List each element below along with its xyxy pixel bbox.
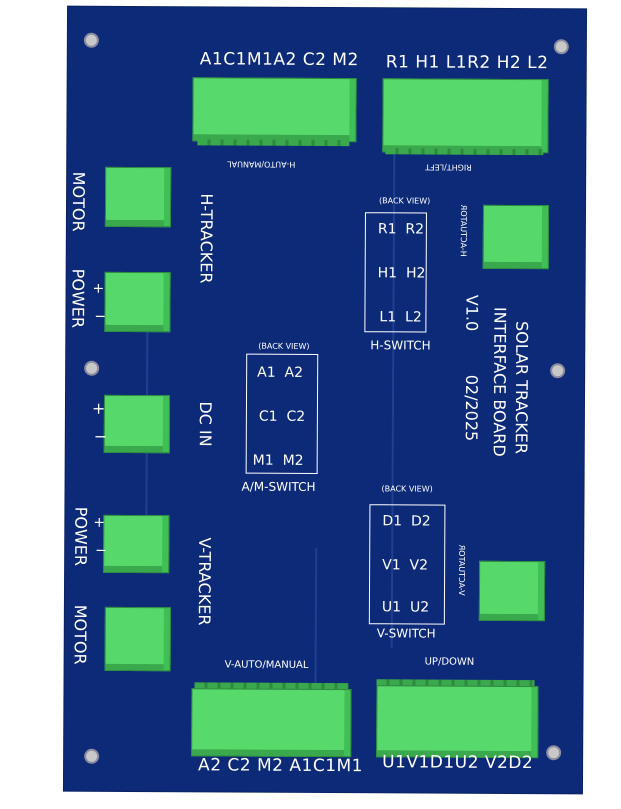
board-title-line1: SOLAR TRACKER: [511, 320, 532, 455]
mounting-hole: [84, 360, 100, 376]
terminal-pins: [197, 139, 350, 147]
mounting-hole: [83, 32, 99, 48]
mounting-hole: [553, 39, 569, 55]
version-label: V1.0: [462, 294, 482, 332]
v-switch-label: V-SWITCH: [376, 626, 436, 641]
terminal-power-bottom: [103, 514, 170, 574]
am-switch-pin: A2: [284, 364, 304, 381]
v-switch-pin: U1: [381, 599, 402, 616]
h-switch-label: H-SWITCH: [370, 338, 431, 353]
bottom-left-caption: V-AUTO/MANUAL: [224, 659, 309, 671]
h-switch-pin: H1: [377, 265, 398, 282]
am-switch-box: A1 A2 C1 C2 M1 M2: [245, 353, 319, 474]
terminal-block-top-right: [382, 78, 549, 154]
trace: [314, 547, 318, 698]
pcb-board: A1C1M1A2 C2 M2 R1 H1 L1R2 H2 L2 H-AUTO/M…: [63, 6, 587, 794]
mounting-hole: [84, 748, 100, 764]
v-switch-pin: U2: [409, 599, 430, 616]
top-left-caption: H-AUTO/MANUAL: [227, 159, 296, 169]
back-view-label: (BACK VIEW): [258, 341, 310, 351]
am-switch-pin: C2: [286, 408, 306, 425]
h-switch-pin: L1: [379, 309, 397, 326]
v-switch-pin: D1: [382, 513, 403, 530]
h-switch-pin: R2: [405, 221, 425, 238]
date-label: 02/2025: [461, 374, 482, 442]
h-switch-pin: L2: [405, 309, 422, 326]
terminal-block-top-left: [192, 77, 357, 143]
h-switch-pin: H2: [405, 265, 426, 282]
am-switch-label: A/M-SWITCH: [241, 479, 316, 494]
terminal-block-bottom-left: [191, 688, 352, 758]
h-tracker-label: H-TRACKER: [196, 193, 217, 284]
terminal-motor-bottom: [104, 606, 171, 672]
v-switch-pin: V2: [409, 557, 429, 574]
v-tracker-label: V-TRACKER: [194, 537, 215, 626]
am-switch-pin: C1: [258, 408, 278, 425]
terminal-block-bottom-right: [376, 685, 539, 759]
minus-sign: −: [93, 426, 108, 446]
terminal-dc-in: [103, 394, 171, 454]
v-switch-pin: V1: [382, 557, 401, 574]
v-switch-box: D1 D2 V1 V2 U1 U2: [368, 504, 446, 625]
bottom-left-header-label: A2 C2 M2 A1C1M1: [198, 755, 364, 777]
power-top-label: POWER: [68, 268, 88, 329]
terminal-power-top: [104, 271, 171, 333]
plus-sign: +: [93, 514, 106, 531]
minus-sign: −: [95, 542, 107, 559]
terminal-v-actuator: [478, 560, 546, 622]
terminal-h-actuator: [482, 204, 550, 270]
plus-sign: +: [91, 398, 106, 418]
mounting-hole: [550, 363, 566, 379]
am-switch-pin: M2: [282, 452, 304, 469]
motor-top-label: MOTOR: [68, 171, 89, 232]
top-right-header-label: R1 H1 L1R2 H2 L2: [385, 52, 549, 74]
terminal-motor-top: [104, 166, 172, 228]
dc-in-label: DC IN: [195, 401, 215, 447]
motor-bottom-label: MOTOR: [70, 604, 90, 665]
v-actuator-label: V-ACTUATOR: [456, 544, 467, 596]
h-switch-pin: R1: [377, 221, 397, 238]
h-actuator-label: H-ACTUATOR: [458, 204, 469, 257]
bottom-right-caption: UP/DOWN: [424, 656, 475, 668]
board-title-line2: INTERFACE BOARD: [489, 306, 510, 457]
top-right-caption: RIGHT/LEFT: [425, 162, 472, 172]
bottom-right-header-label: U1V1D1U2 V2D2: [382, 752, 534, 774]
am-switch-pin: M1: [252, 452, 274, 469]
am-switch-pin: A1: [257, 364, 276, 381]
h-switch-box: R1 R2 H1 H2 L1 L2: [364, 212, 427, 333]
v-switch-pin: D2: [410, 513, 431, 530]
back-view-label: (BACK VIEW): [381, 484, 433, 494]
power-bottom-label: POWER: [71, 506, 91, 567]
back-view-label: (BACK VIEW): [379, 196, 431, 206]
minus-sign: −: [94, 308, 107, 325]
mounting-hole: [546, 745, 562, 761]
top-left-header-label: A1C1M1A2 C2 M2: [199, 49, 359, 71]
plus-sign: +: [92, 280, 105, 297]
terminal-pins: [385, 148, 544, 156]
